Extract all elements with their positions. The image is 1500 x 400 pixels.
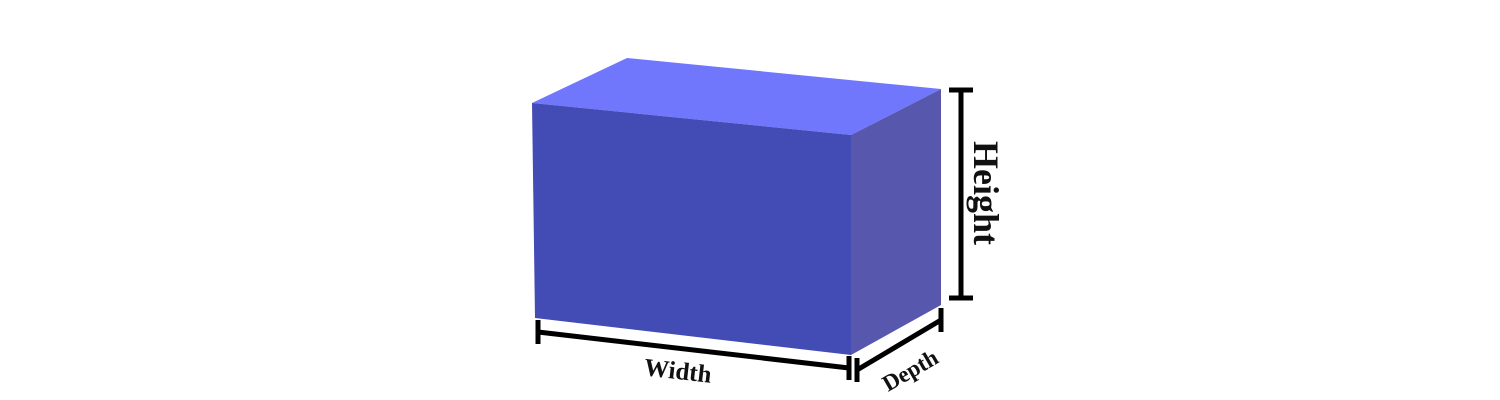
width-line: [537, 329, 850, 371]
depth-dimension-marker: [854, 308, 944, 382]
width-label: Width: [643, 354, 713, 388]
box-front-face: [532, 103, 851, 355]
box-top-face: [532, 58, 941, 135]
rectangular-box: [532, 58, 941, 355]
depth-line: [855, 317, 943, 373]
height-dimension-marker: [949, 87, 973, 301]
box-side-face: [851, 89, 941, 355]
width-dimension-marker: [535, 320, 852, 380]
height-label: Height: [966, 141, 1006, 245]
